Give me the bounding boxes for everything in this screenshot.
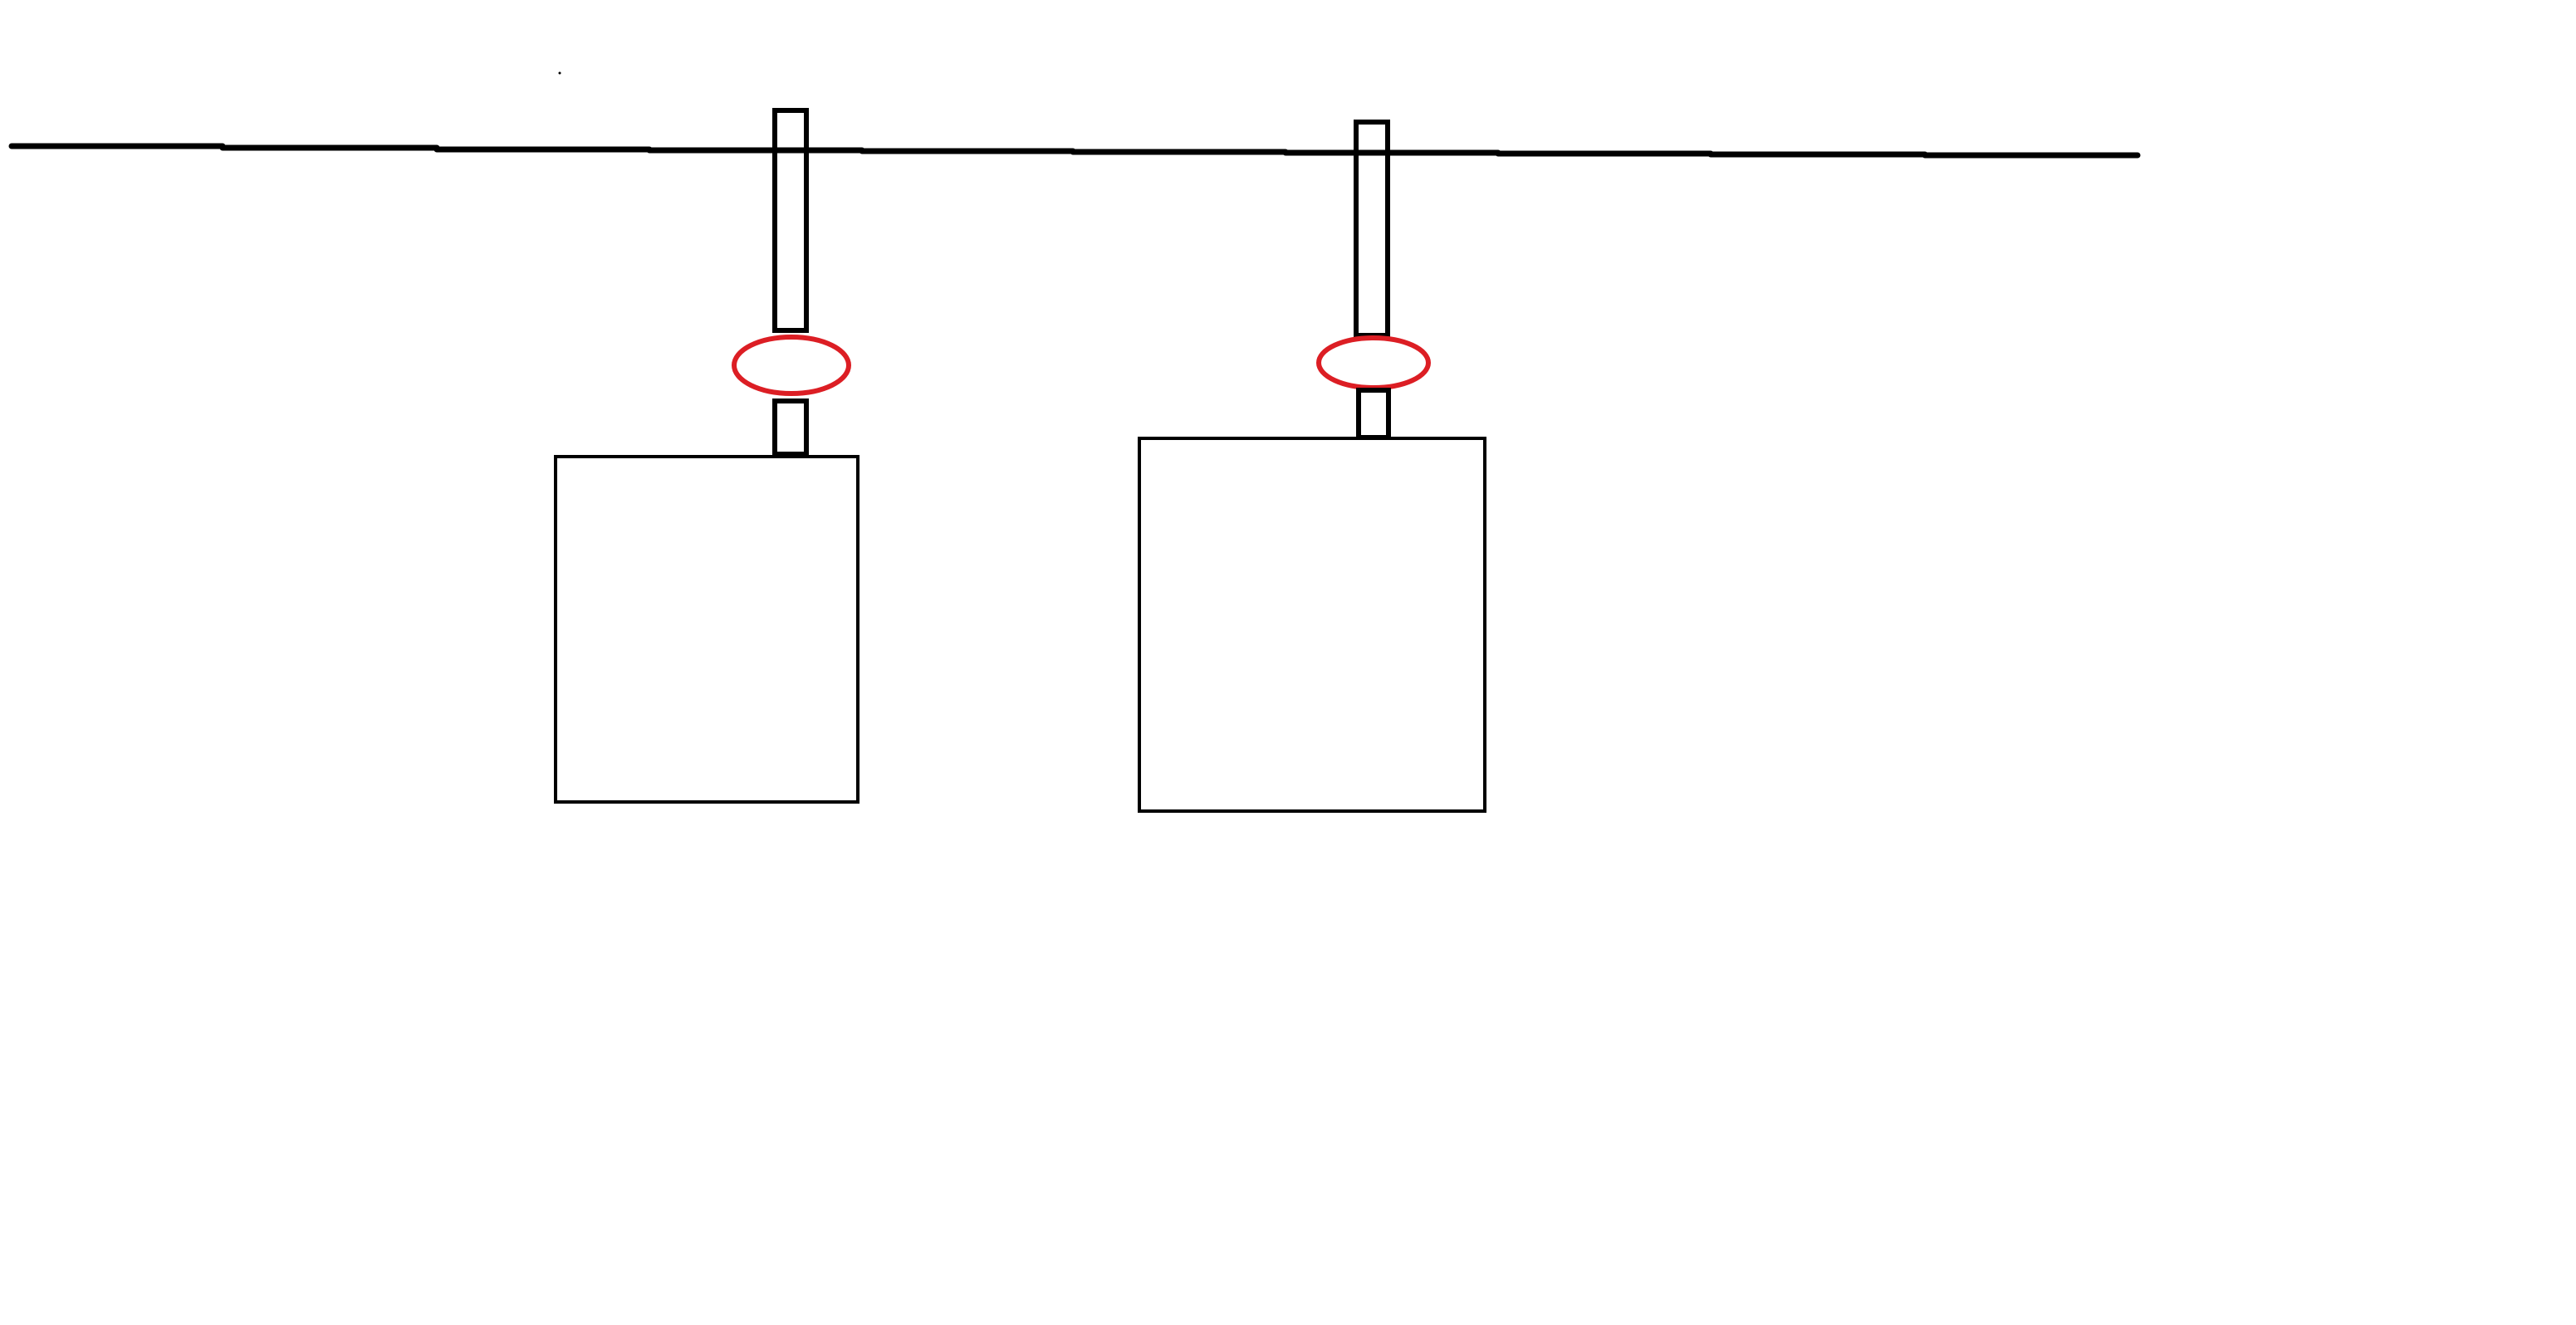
left-assembly	[554, 108, 859, 804]
left-upper-post	[772, 108, 809, 333]
right-lower-post	[1356, 388, 1391, 440]
right-upper-post	[1354, 120, 1390, 338]
rail-line	[8, 143, 2141, 159]
left-ring	[732, 335, 851, 396]
right-assembly	[1138, 120, 1486, 813]
stray-dot	[558, 71, 561, 75]
right-box	[1138, 437, 1486, 813]
right-ring	[1316, 335, 1431, 390]
left-box	[554, 455, 859, 804]
left-lower-post	[772, 398, 809, 457]
